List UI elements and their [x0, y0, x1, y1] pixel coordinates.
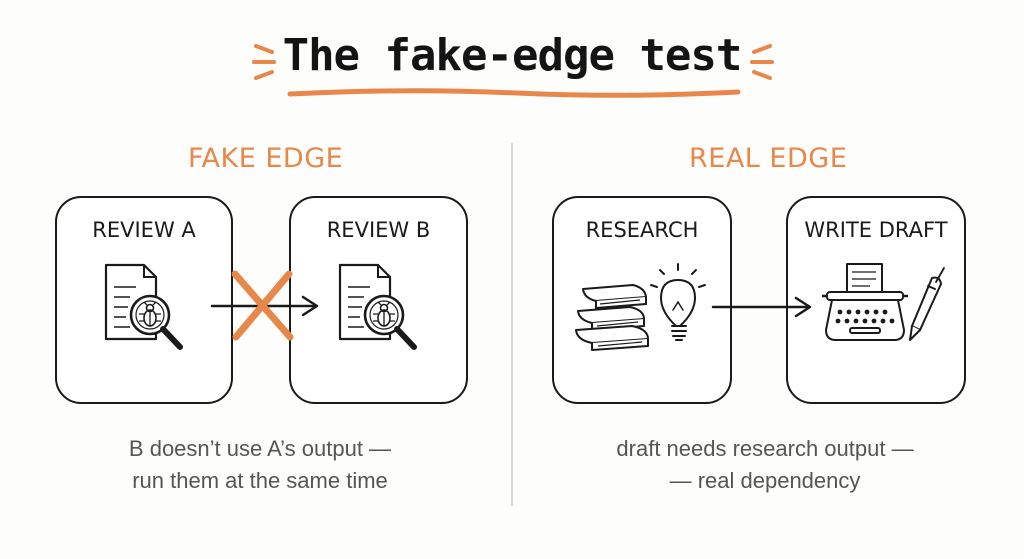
- lightbulb-icon: [650, 263, 706, 341]
- review-b-label: REVIEW B: [326, 218, 431, 242]
- real-edge-caption: draft needs research output — — real dep…: [560, 433, 970, 497]
- review-a-doc-bug-icon: [106, 265, 180, 347]
- fake-edge-caption: B doesn’t use A’s output — run them at t…: [70, 433, 450, 497]
- research-label: RESEARCH: [585, 218, 699, 242]
- typewriter-icon: [822, 263, 908, 341]
- review-a-label: REVIEW A: [92, 218, 196, 242]
- title-underline: [287, 88, 741, 98]
- fake-edge-caption-line-1: B doesn’t use A’s output —: [128, 436, 392, 461]
- diagram-title: The fake-edge test: [282, 30, 743, 81]
- books-stack-icon: [575, 284, 649, 351]
- real-edge-caption-line-1: draft needs research output —: [616, 436, 914, 461]
- pen-icon: [909, 267, 945, 341]
- review-b-doc-bug-icon: [340, 265, 414, 347]
- section-divider: [511, 143, 513, 506]
- real-edge-heading: REAL EDGE: [689, 143, 848, 174]
- real-edge-arrow: [711, 296, 812, 318]
- fake-edge-caption-line-2: run them at the same time: [132, 468, 388, 493]
- title-left-dash-marks-icon: [252, 44, 276, 80]
- fake-edge-heading: FAKE EDGE: [188, 143, 344, 174]
- cross-out-x-icon: [231, 270, 294, 341]
- title-right-dash-marks-icon: [750, 44, 774, 80]
- write-draft-label: WRITE DRAFT: [804, 218, 948, 242]
- real-edge-caption-line-2: — real dependency: [669, 468, 861, 493]
